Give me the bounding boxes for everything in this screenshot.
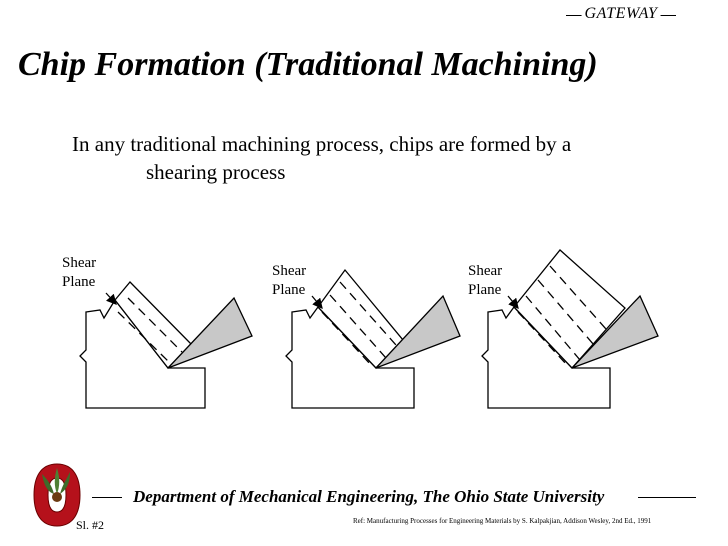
shear-label-3-line-1: Shear: [468, 263, 503, 279]
ohio-state-logo-icon: [33, 463, 81, 527]
workpiece-2: [285, 305, 415, 409]
chip-3: [513, 249, 626, 369]
shear-plane-label-2: Shear Plane: [272, 262, 306, 300]
workpiece-3: [481, 305, 611, 409]
slide-title: Chip Formation (Traditional Machining): [18, 46, 598, 83]
shear-label-2-line-1: Shear: [272, 263, 307, 279]
footer-rule-left: [92, 497, 122, 498]
tool-3: [571, 294, 659, 369]
shear-label-1-line-2: Plane: [62, 274, 96, 290]
reference-citation: Ref: Manufacturing Processes for Enginee…: [353, 517, 652, 525]
figure-2: [285, 268, 461, 409]
slide-number: Sl. #2: [76, 518, 105, 532]
shear-label-3-line-2: Plane: [468, 282, 502, 298]
tool-2: [375, 294, 461, 369]
figure-1: [79, 281, 253, 409]
department-name: Department of Mechanical Engineering, Th…: [133, 487, 605, 506]
shear-plane-label-1: Shear Plane: [62, 254, 96, 292]
shear-label-1-line-1: Shear: [62, 255, 97, 271]
bullet-text: In any traditional machining process, ch…: [72, 130, 672, 186]
shear-plane-label-3: Shear Plane: [468, 262, 502, 300]
gateway-header: GATEWAY: [566, 4, 676, 24]
tool-1: [167, 296, 253, 369]
bullet-line-1: In any traditional machining process, ch…: [72, 132, 572, 156]
bullet-line-2: shearing process: [146, 160, 286, 184]
workpiece-1: [79, 298, 206, 409]
shear-label-2-line-2: Plane: [272, 282, 306, 298]
gateway-label: GATEWAY: [581, 4, 661, 24]
footer-rule-right: [638, 497, 696, 498]
figure-3: [481, 249, 659, 409]
